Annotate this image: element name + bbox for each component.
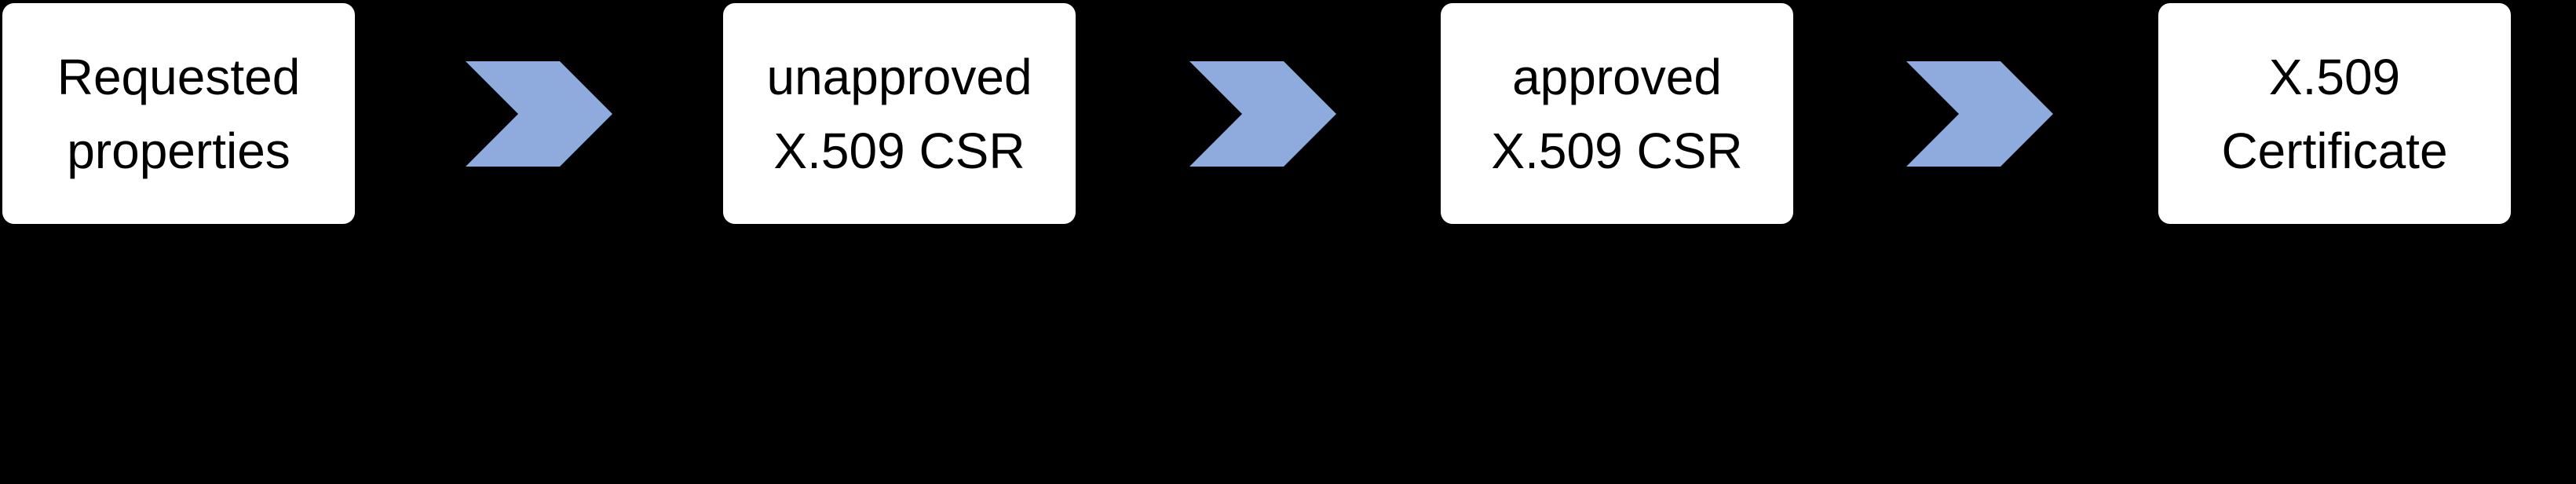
node-label-line: X.509 CSR <box>773 122 1025 179</box>
chevron-right-icon <box>1906 61 2053 167</box>
chevron-right-icon <box>1189 61 1336 167</box>
flow-node-requested-properties: Requested properties <box>2 3 355 224</box>
node-label-line: Requested <box>57 48 301 105</box>
node-label-line: unapproved <box>766 48 1032 105</box>
node-label-line: Certificate <box>2221 122 2448 179</box>
flow-node-x509-certificate: X.509 Certificate <box>2158 3 2511 224</box>
flow-arrow <box>1189 61 1336 167</box>
flow-node-unapproved-csr: unapproved X.509 CSR <box>723 3 1076 224</box>
flow-arrow <box>466 61 612 167</box>
node-label-line: X.509 <box>2268 48 2401 105</box>
node-label-line: X.509 CSR <box>1491 122 1743 179</box>
node-label-line: properties <box>67 122 290 179</box>
flow-arrow <box>1906 61 2053 167</box>
node-label-line: approved <box>1512 48 1722 105</box>
chevron-right-icon <box>466 61 612 167</box>
flow-node-approved-csr: approved X.509 CSR <box>1441 3 1793 224</box>
